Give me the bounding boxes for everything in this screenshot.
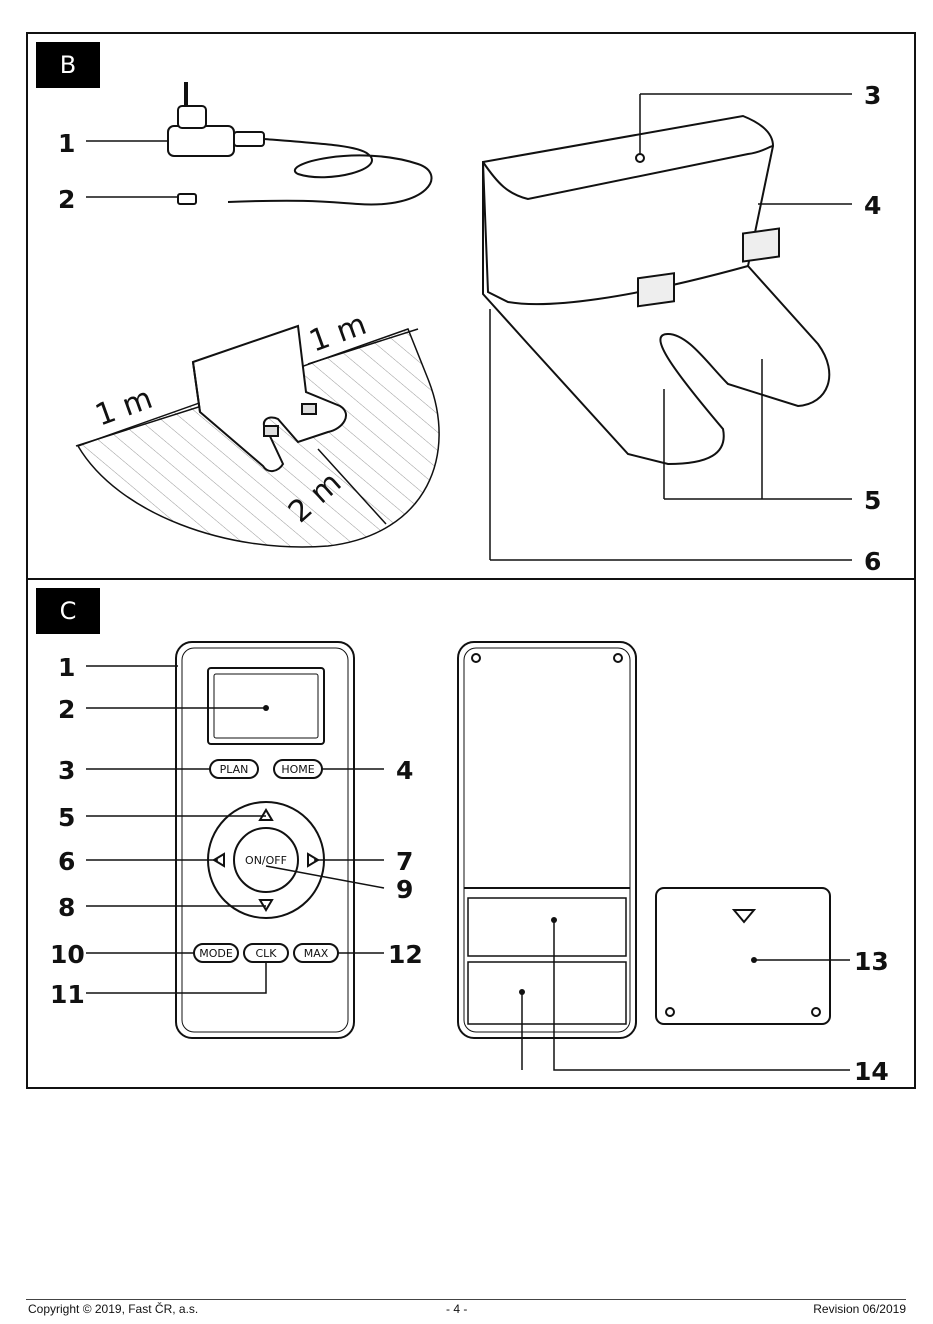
callout-c-2: 2: [58, 695, 75, 724]
callout-c-10: 10: [50, 940, 85, 969]
panel-b-illustration: 1 2 1 m 1 m 2 m: [28, 34, 916, 580]
callout-c-7: 7: [396, 847, 413, 876]
battery-slot-upper: [468, 898, 626, 956]
callout-c-9: 9: [396, 875, 413, 904]
footer-copyright: Copyright © 2019, Fast ČR, a.s.: [28, 1302, 198, 1316]
home-label: HOME: [281, 763, 314, 776]
callout-c-13: 13: [854, 947, 889, 976]
footer-revision: Revision 06/2019: [813, 1302, 906, 1316]
mode-label: MODE: [199, 947, 233, 960]
callout-b-4: 4: [864, 191, 881, 220]
footer-page-number: - 4 -: [446, 1302, 467, 1316]
panel-b: B 1 2 1: [26, 32, 916, 580]
power-adapter: [168, 82, 432, 204]
battery-slot-lower: [468, 962, 626, 1024]
plan-label: PLAN: [220, 763, 249, 776]
on-off-label: ON/OFF: [245, 854, 287, 867]
max-label: MAX: [304, 947, 329, 960]
battery-cover: [656, 888, 830, 1024]
clk-label: CLK: [255, 947, 277, 960]
charging-dock: [483, 116, 829, 464]
panel-c-illustration: PLAN HOME ON/OFF MODE CLK MAX: [28, 580, 916, 1089]
callout-c-8: 8: [58, 893, 75, 922]
callout-b-1: 1: [58, 129, 75, 158]
callout-b-6: 6: [864, 547, 881, 576]
callout-b-3: 3: [864, 81, 881, 110]
remote-front: [176, 642, 354, 1038]
callout-c-6: 6: [58, 847, 75, 876]
callout-c-4: 4: [396, 756, 413, 785]
panel-c: C PLAN HOME ON/OFF MODE CLK MAX: [26, 578, 916, 1089]
callout-c-1: 1: [58, 653, 75, 682]
callout-c-3: 3: [58, 756, 75, 785]
callout-c-14: 14: [854, 1057, 889, 1086]
callout-c-12: 12: [388, 940, 423, 969]
callout-b-2: 2: [58, 185, 75, 214]
callout-c-11: 11: [50, 980, 85, 1009]
page-footer: Copyright © 2019, Fast ČR, a.s. - 4 - Re…: [26, 1299, 906, 1300]
remote-back: [458, 642, 636, 1038]
callout-b-5: 5: [864, 486, 881, 515]
callout-c-5: 5: [58, 803, 75, 832]
